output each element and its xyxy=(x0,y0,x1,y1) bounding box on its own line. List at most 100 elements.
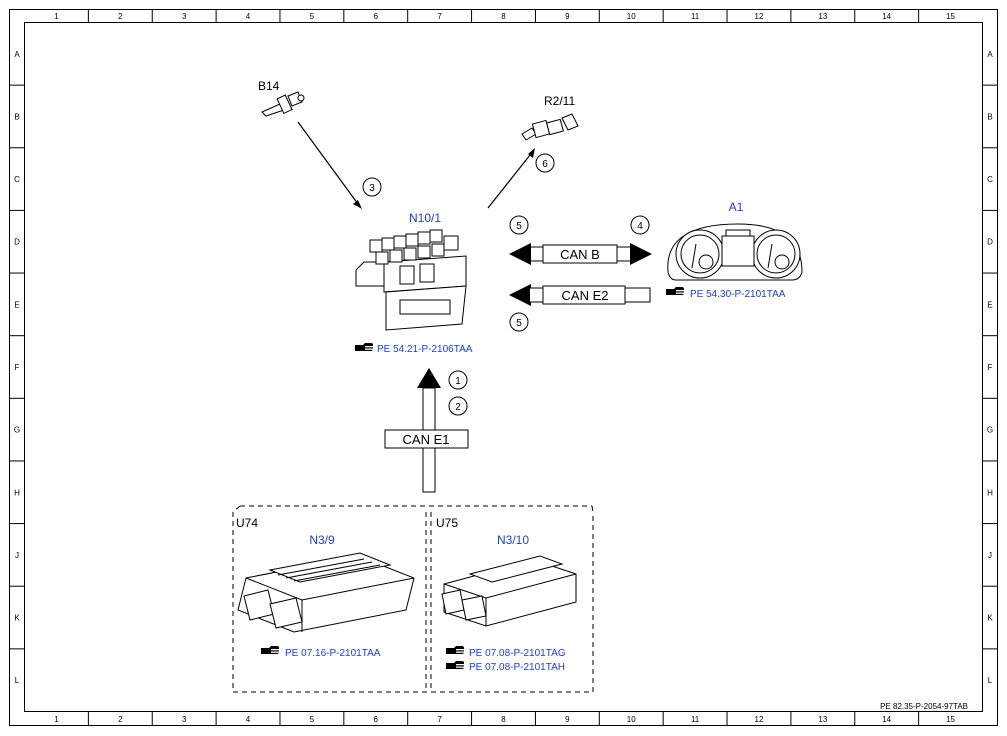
svg-text:PE 07.08-P-2101TAG: PE 07.08-P-2101TAG xyxy=(469,648,566,659)
svg-text:5: 5 xyxy=(516,318,522,329)
column-label: 3 xyxy=(182,12,187,21)
row-label: D xyxy=(987,238,993,247)
n3-9-ref: PE 07.16-P-2101TAA xyxy=(261,646,381,659)
column-label: 10 xyxy=(627,715,636,724)
column-ticks xyxy=(87,9,920,726)
row-label: C xyxy=(987,175,993,184)
column-label: 6 xyxy=(374,715,379,724)
row-label: D xyxy=(14,238,20,247)
column-label: 2 xyxy=(118,715,123,724)
column-label: 9 xyxy=(565,715,570,724)
n3-10-ecu-icon xyxy=(441,555,577,627)
can-e1-bus: CAN E1 xyxy=(384,368,469,493)
row-label: B xyxy=(14,112,19,121)
r2-11-label: R2/11 xyxy=(544,94,575,108)
b14-temperature-sensor-icon xyxy=(261,91,305,117)
svg-text:2: 2 xyxy=(455,402,461,413)
svg-text:4: 4 xyxy=(637,221,643,232)
n3-10-ref-2: PE 07.08-P-2101TAH xyxy=(446,661,565,673)
b14-arrowhead-icon xyxy=(353,200,362,209)
row-label: A xyxy=(987,50,993,59)
svg-text:PE 07.16-P-2101TAA: PE 07.16-P-2101TAA xyxy=(285,648,381,659)
svg-text:6: 6 xyxy=(542,159,548,170)
svg-text:PE 54.21-P-2106TAA: PE 54.21-P-2106TAA xyxy=(377,344,473,355)
r2-11-arrowhead-icon xyxy=(528,148,535,158)
b14-arrow-line xyxy=(297,121,359,205)
column-label: 11 xyxy=(691,715,700,724)
n3-9-ecu-icon xyxy=(237,552,415,633)
can-b-bus: CAN B xyxy=(509,243,652,265)
signal-6: 6 xyxy=(535,153,555,173)
column-label: 1 xyxy=(54,12,59,21)
a1-instrument-cluster-icon xyxy=(667,223,803,281)
n10-1-control-unit-icon xyxy=(355,229,467,331)
column-label: 1 xyxy=(54,715,59,724)
svg-text:5: 5 xyxy=(516,221,522,232)
row-label: E xyxy=(987,300,992,309)
svg-text:3: 3 xyxy=(369,183,375,194)
column-label: 12 xyxy=(755,715,764,724)
column-label: 14 xyxy=(882,715,891,724)
column-label: 11 xyxy=(691,12,700,21)
column-label: 10 xyxy=(627,12,636,21)
a1-ref: PE 54.30-P-2101TAA xyxy=(666,287,786,300)
column-label: 15 xyxy=(946,12,955,21)
signal-5-top: 5 xyxy=(509,215,529,235)
footer-code: PE 82.35-P-2054-97TAB xyxy=(880,702,968,711)
row-ticks xyxy=(9,84,998,650)
signal-1: 1 xyxy=(448,370,468,390)
column-label: 12 xyxy=(755,12,764,21)
drawing-frame xyxy=(9,9,998,726)
can-e1-label: CAN E1 xyxy=(403,432,450,447)
row-label: F xyxy=(15,363,20,372)
can-e2-bus: CAN E2 xyxy=(509,284,651,306)
n3-10-ref-1: PE 07.08-P-2101TAG xyxy=(446,646,566,659)
a1-label: A1 xyxy=(729,200,744,214)
u75-label: U75 xyxy=(436,516,458,530)
b14-label: B14 xyxy=(258,79,280,93)
row-label: L xyxy=(988,676,993,685)
row-label: C xyxy=(14,175,20,184)
row-label: G xyxy=(14,426,20,435)
column-label: 4 xyxy=(246,715,251,724)
signal-3: 3 xyxy=(362,177,382,197)
column-label: 13 xyxy=(818,12,827,21)
row-label: K xyxy=(987,614,993,623)
row-label: H xyxy=(987,488,993,497)
column-label: 4 xyxy=(246,12,251,21)
svg-text:1: 1 xyxy=(455,376,461,387)
column-label: 7 xyxy=(437,12,442,21)
row-label: E xyxy=(14,300,19,309)
column-label: 6 xyxy=(374,12,379,21)
signal-5-bottom: 5 xyxy=(509,312,529,332)
n10-1-label: N10/1 xyxy=(409,211,441,225)
column-label: 5 xyxy=(310,12,315,21)
row-label: A xyxy=(14,50,20,59)
can-b-label: CAN B xyxy=(560,247,600,262)
column-label: 13 xyxy=(818,715,827,724)
row-label: J xyxy=(15,551,19,560)
can-e2-label: CAN E2 xyxy=(562,288,609,303)
n10-1-ref: PE 54.21-P-2106TAA xyxy=(355,343,473,355)
column-label: 3 xyxy=(182,715,187,724)
row-label: J xyxy=(988,551,992,560)
row-label: F xyxy=(988,363,993,372)
signal-4: 4 xyxy=(630,215,650,235)
row-label: H xyxy=(14,488,20,497)
u74-label: U74 xyxy=(236,516,258,530)
column-label: 15 xyxy=(946,715,955,724)
column-label: 7 xyxy=(437,715,442,724)
column-label: 14 xyxy=(882,12,891,21)
column-label: 5 xyxy=(310,715,315,724)
row-label: G xyxy=(987,426,993,435)
svg-text:PE 07.08-P-2101TAH: PE 07.08-P-2101TAH xyxy=(469,662,565,673)
n3-9-label: N3/9 xyxy=(309,533,335,547)
svg-text:PE 54.30-P-2101TAA: PE 54.30-P-2101TAA xyxy=(690,289,786,300)
r2-11-arrow-line xyxy=(487,154,531,209)
column-label: 9 xyxy=(565,12,570,21)
engine-ecu-group-box xyxy=(232,505,594,693)
